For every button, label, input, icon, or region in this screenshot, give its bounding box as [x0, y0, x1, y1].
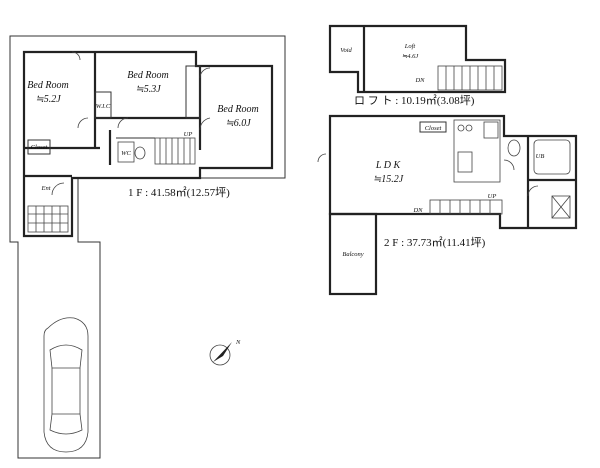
door-swing — [199, 117, 211, 131]
car-icon — [43, 317, 89, 453]
closet-label: Closet — [425, 125, 442, 132]
stove-icon — [465, 124, 473, 132]
loft-size: ≒4.6J — [402, 53, 420, 60]
first-floor-plan: Bed Room ≒5.2J Bed Room ≒5.3J Bed Room ≒… — [9, 35, 286, 459]
closet-box — [185, 65, 201, 119]
loft-area: ロ フ ト : 10.19㎡(3.08坪) — [354, 94, 475, 107]
door-swing — [317, 153, 327, 163]
second-floor-area: 2 F : 37.73㎡(11.41坪) — [384, 236, 486, 249]
loft-label: Loft — [404, 43, 416, 50]
toilet-icon — [507, 139, 521, 157]
door-swing — [503, 159, 515, 171]
loft-stairs — [437, 65, 503, 91]
bedroom-a-size: ≒5.2J — [35, 94, 61, 105]
bedroom-c-size: ≒6.0J — [225, 118, 251, 129]
ldk-name: L D K — [375, 160, 402, 171]
closet-box — [419, 121, 447, 133]
up-label: UP — [488, 193, 497, 200]
balcony-walls — [328, 212, 378, 296]
bedroom-b-size: ≒5.3J — [135, 84, 161, 95]
loft-walls — [328, 24, 507, 94]
up-label: UP — [184, 131, 193, 138]
door-swing — [71, 51, 81, 61]
second-floor-plan: L D K ≒15.2J Closet UB Balcony DN UP 2 F… — [317, 114, 578, 296]
wic-label: W.I.C — [96, 103, 111, 110]
wc-label: WC — [121, 150, 131, 157]
first-floor-area: 1 F : 41.58㎡(12.57坪) — [128, 186, 230, 199]
ub-label: UB — [536, 153, 545, 160]
balcony-label: Balcony — [342, 251, 363, 258]
first-floor-stairs — [154, 137, 196, 165]
north-label: N — [235, 339, 241, 346]
washer-icon — [551, 195, 571, 219]
fridge-icon — [483, 121, 499, 139]
void-label: Void — [340, 47, 352, 54]
entrance-tile — [27, 205, 69, 233]
north-compass-icon: N — [209, 339, 241, 366]
wc-box — [117, 141, 135, 163]
stove-icon — [457, 124, 465, 132]
door-swing — [51, 182, 65, 196]
bedroom-a-name: Bed Room — [27, 80, 68, 91]
door-swing — [199, 67, 211, 79]
door-swing — [117, 117, 129, 129]
wic-box — [94, 91, 112, 119]
loft-dn-label: DN — [414, 77, 425, 84]
loft-plan: Void Loft ≒4.6J DN ロ フ ト : 10.19㎡(3.08坪) — [328, 24, 507, 107]
closet-box — [27, 139, 51, 155]
ldk-size: ≒15.2J — [373, 174, 404, 185]
dn-label: DN — [412, 207, 423, 214]
site-boundary — [9, 35, 286, 459]
second-floor-stairs — [429, 199, 503, 215]
door-swing — [77, 117, 89, 129]
first-floor-walls — [22, 50, 274, 238]
sink-icon — [457, 151, 473, 173]
bedroom-b-name: Bed Room — [127, 70, 168, 81]
second-floor-walls — [328, 114, 578, 230]
door-swing — [527, 185, 539, 197]
entrance-label: Ent — [40, 185, 50, 192]
bathtub-icon — [533, 139, 571, 175]
bedroom-c-name: Bed Room — [217, 104, 258, 115]
closet-label: Closet — [31, 144, 48, 151]
kitchen-counter — [453, 119, 501, 183]
toilet-icon — [134, 146, 146, 160]
